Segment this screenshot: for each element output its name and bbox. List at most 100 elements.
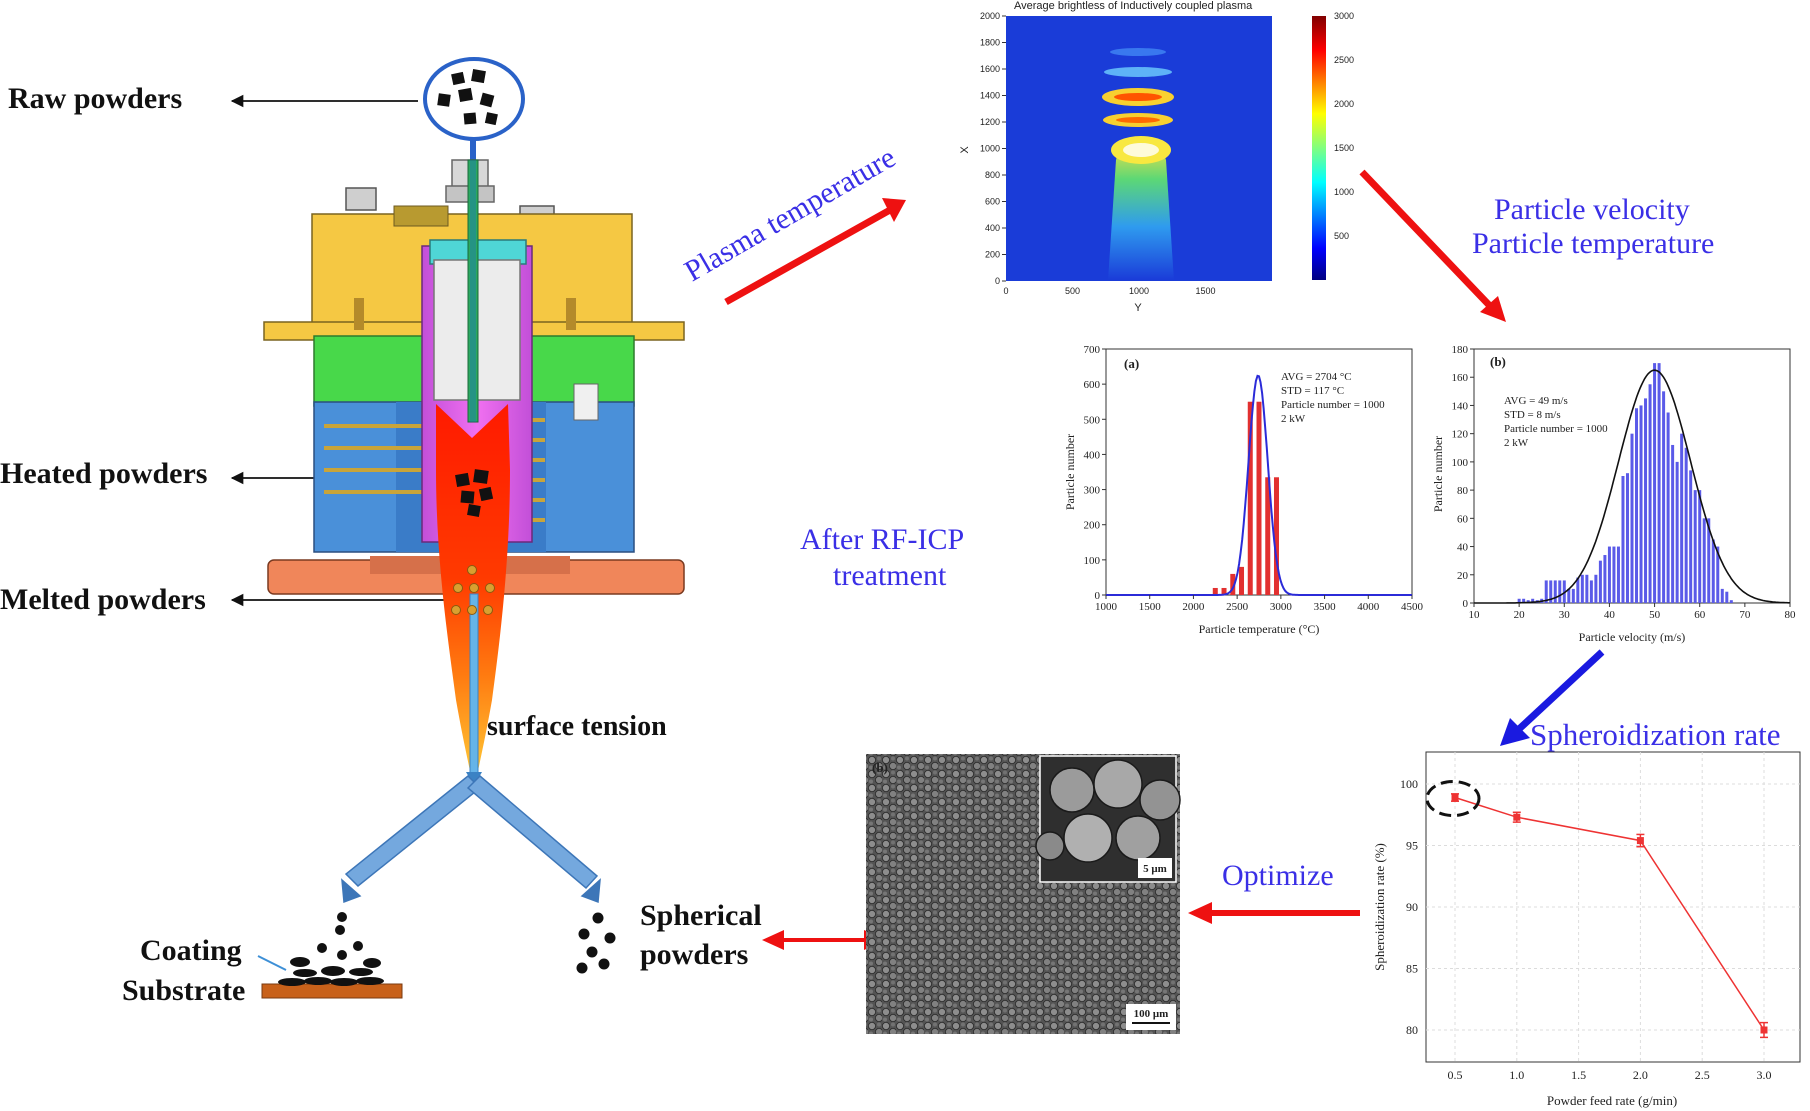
gaussian-fit-line bbox=[1106, 374, 1412, 596]
histogram-bar bbox=[1567, 588, 1571, 603]
annotation-std: STD = 8 m/s bbox=[1504, 409, 1561, 421]
y-tick-label: 100 bbox=[1084, 555, 1101, 567]
histogram-bar bbox=[1671, 444, 1675, 603]
y-tick-label: 100 bbox=[1452, 457, 1469, 469]
annotation-avg: AVG = 2704 °C bbox=[1281, 371, 1352, 383]
histogram-bar bbox=[1589, 580, 1593, 603]
x-tick-label: 2000 bbox=[1182, 601, 1205, 613]
data-point bbox=[1451, 794, 1459, 802]
histogram-bar bbox=[1635, 408, 1639, 603]
colorbar-tick-label: 3000 bbox=[1334, 11, 1354, 21]
histogram-bar bbox=[1684, 447, 1688, 603]
y-tick-label: 85 bbox=[1406, 962, 1418, 976]
histogram-bar bbox=[1549, 580, 1553, 603]
y-tick-label: 400 bbox=[1084, 449, 1101, 461]
histogram-bar bbox=[1630, 433, 1634, 603]
histogram-bar bbox=[1544, 580, 1548, 603]
histogram-bar bbox=[1598, 560, 1602, 603]
x-tick-label: 1000 bbox=[1129, 286, 1149, 296]
histogram-bar bbox=[1648, 384, 1652, 603]
x-tick-label: 80 bbox=[1785, 609, 1797, 621]
arrow-to-heatmap bbox=[724, 198, 906, 306]
x-tick-label: 4000 bbox=[1357, 601, 1380, 613]
y-tick-label: 1600 bbox=[980, 64, 1000, 74]
y-tick-label: 600 bbox=[985, 197, 1000, 207]
plasma-heatmap: Average brightless of Inductively couple… bbox=[959, 0, 1354, 314]
histogram-bar bbox=[1707, 518, 1711, 603]
y-tick-label: 1000 bbox=[980, 144, 1000, 154]
histogram-bar bbox=[1247, 401, 1253, 595]
optimize-label: Optimize bbox=[1222, 859, 1334, 892]
data-point bbox=[1760, 1026, 1768, 1034]
x-tick-label: 1000 bbox=[1095, 601, 1118, 613]
y-tick-label: 160 bbox=[1452, 372, 1469, 384]
coating-substrate bbox=[257, 912, 403, 999]
spheroidization-line bbox=[1454, 796, 1765, 1031]
melted-powders-label: Melted powders bbox=[0, 583, 206, 616]
panel-label: (b) bbox=[1490, 354, 1506, 369]
y-tick-label: 0 bbox=[1463, 598, 1469, 610]
y-tick-label: 500 bbox=[1084, 414, 1101, 426]
x-tick-label: 60 bbox=[1694, 609, 1706, 621]
y-tick-label: 300 bbox=[1084, 485, 1101, 497]
histogram-bar bbox=[1594, 574, 1598, 603]
histogram-bar bbox=[1680, 433, 1684, 603]
x-tick-label: 0.5 bbox=[1448, 1068, 1463, 1082]
spherical-powders-dots bbox=[576, 912, 616, 974]
particle-velocity-label: Particle velocity bbox=[1494, 193, 1690, 226]
histogram-bar bbox=[1531, 598, 1535, 603]
histogram-bar bbox=[1653, 363, 1657, 603]
histogram-bar bbox=[1265, 477, 1271, 595]
histogram-bar bbox=[1702, 518, 1706, 603]
histogram-bar bbox=[1256, 401, 1262, 595]
x-tick-label: 20 bbox=[1514, 609, 1526, 621]
annotation-power: 2 kW bbox=[1504, 437, 1529, 449]
after-rf-icp-label-1: After RF-ICP bbox=[800, 523, 964, 556]
x-axis-label: Powder feed rate (g/min) bbox=[1547, 1093, 1677, 1108]
x-tick-label: 2.5 bbox=[1695, 1068, 1710, 1082]
x-tick-label: 2500 bbox=[1226, 601, 1249, 613]
y-tick-label: 200 bbox=[985, 250, 1000, 260]
histogram-bar bbox=[1526, 600, 1530, 603]
heatmap-title: Average brightless of Inductively couple… bbox=[1014, 0, 1253, 12]
y-tick-label: 80 bbox=[1457, 485, 1469, 497]
histogram-bar bbox=[1612, 546, 1616, 603]
histogram-bar bbox=[1720, 588, 1724, 603]
colorbar-tick-label: 500 bbox=[1334, 231, 1349, 241]
heated-powders-label: Heated powders bbox=[0, 457, 207, 490]
x-tick-label: 4500 bbox=[1401, 601, 1424, 613]
y-tick-label: 600 bbox=[1084, 379, 1101, 391]
gaussian-fit-line bbox=[1474, 369, 1790, 604]
x-tick-label: 2.0 bbox=[1633, 1068, 1648, 1082]
y-tick-label: 100 bbox=[1400, 777, 1418, 791]
annotation-avg: AVG = 49 m/s bbox=[1504, 395, 1568, 407]
spheroidization-rate-label: Spheroidization rate bbox=[1530, 717, 1781, 752]
sem-scale-bar: 100 μm bbox=[1134, 1008, 1169, 1020]
surface-tension-label: surface tension bbox=[487, 711, 667, 742]
colorbar-tick-label: 2500 bbox=[1334, 55, 1354, 65]
histogram-bar bbox=[1644, 398, 1648, 603]
histogram-bar bbox=[1657, 363, 1661, 603]
spherical-powders-label-1: Spherical bbox=[640, 899, 762, 932]
histogram-bar bbox=[1517, 598, 1521, 603]
data-point bbox=[1636, 837, 1644, 845]
particle-temperature-label: Particle temperature bbox=[1472, 227, 1714, 260]
annotation-count: Particle number = 1000 bbox=[1281, 399, 1385, 411]
y-tick-label: 400 bbox=[985, 223, 1000, 233]
x-tick-label: 0 bbox=[1003, 286, 1008, 296]
y-tick-label: 20 bbox=[1457, 570, 1469, 582]
histogram-bar bbox=[1603, 555, 1607, 603]
x-tick-label: 3000 bbox=[1270, 601, 1293, 613]
histogram-bar bbox=[1239, 566, 1245, 595]
histogram-bar bbox=[1639, 405, 1643, 603]
heatmap-xlabel: Y bbox=[1134, 302, 1142, 314]
x-axis-label: Particle temperature (°C) bbox=[1199, 622, 1320, 636]
x-tick-label: 1.5 bbox=[1571, 1068, 1586, 1082]
product-fork bbox=[341, 774, 601, 904]
y-tick-label: 60 bbox=[1457, 513, 1469, 525]
x-tick-label: 1500 bbox=[1139, 601, 1162, 613]
histogram-bar bbox=[1725, 591, 1729, 603]
